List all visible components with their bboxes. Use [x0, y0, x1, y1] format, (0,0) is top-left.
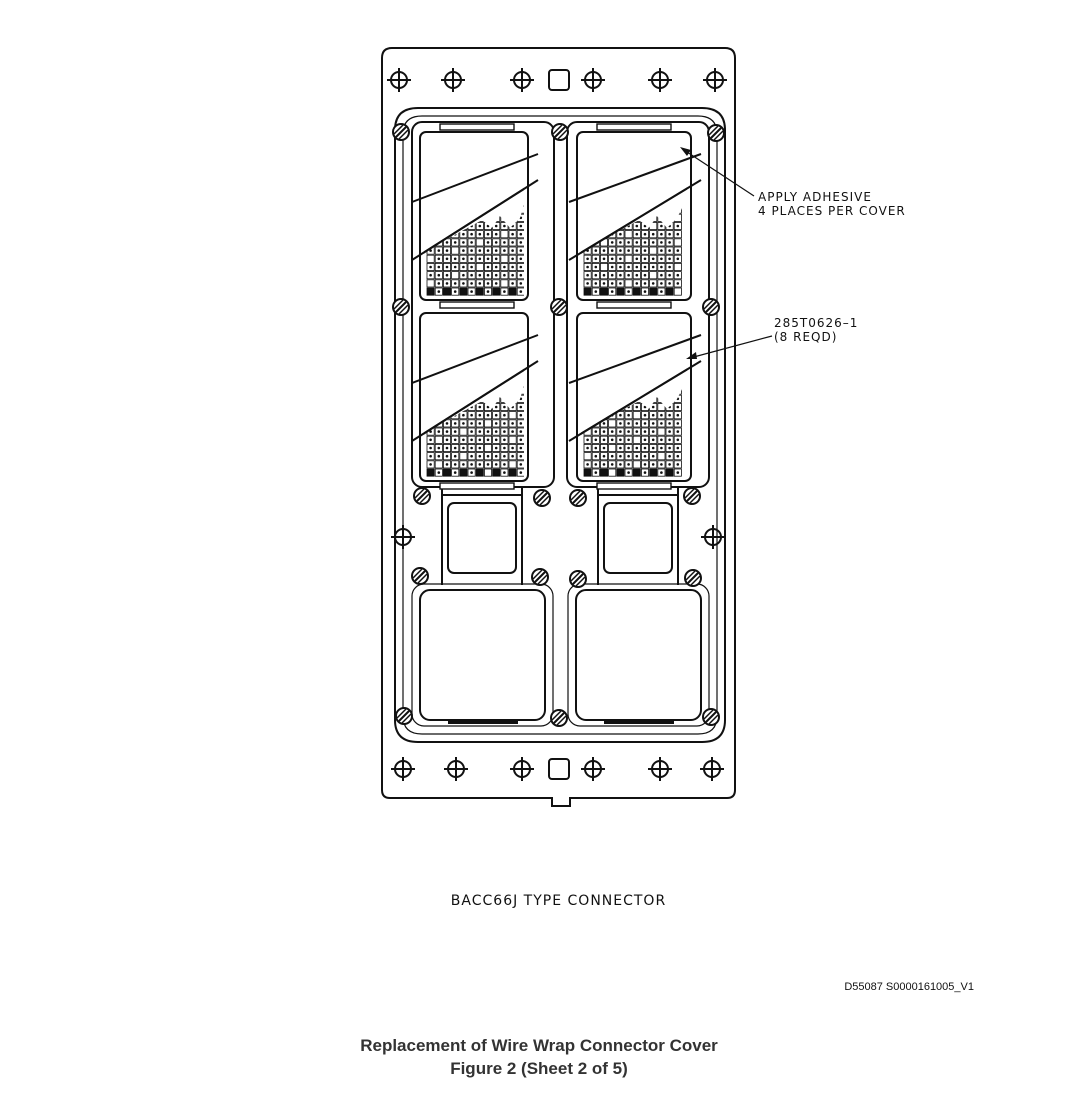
- figure-caption: Replacement of Wire Wrap Connector Cover…: [0, 1034, 1078, 1080]
- bottom-index-square: [548, 758, 570, 780]
- caption-title: Replacement of Wire Wrap Connector Cover: [360, 1036, 718, 1055]
- cover-tab: [596, 301, 672, 309]
- registration-mark: [699, 756, 725, 782]
- connector-cover: [411, 312, 539, 482]
- registration-mark: [443, 756, 469, 782]
- adhesive-callout-line1: APPLY ADHESIVE: [758, 190, 872, 204]
- screw: [569, 570, 587, 588]
- left-lower-housing: [411, 487, 554, 727]
- cover-tab: [596, 123, 672, 131]
- cover-tab: [439, 123, 515, 131]
- registration-mark: [580, 67, 606, 93]
- connector-cover: [411, 131, 539, 301]
- gasket-outline: [394, 107, 726, 743]
- screw: [707, 124, 725, 142]
- registration-mark: [700, 524, 726, 550]
- adhesive-leader-arrow: [680, 147, 691, 156]
- screw: [392, 298, 410, 316]
- registration-mark: [647, 67, 673, 93]
- adhesive-leader-line: [683, 149, 755, 197]
- registration-mark: [440, 67, 466, 93]
- screw: [702, 298, 720, 316]
- screw: [684, 569, 702, 587]
- connector-cover: [568, 312, 702, 482]
- screw: [392, 123, 410, 141]
- registration-mark: [580, 756, 606, 782]
- part-number-callout: 285T0626–1 (8 REQD): [774, 316, 858, 344]
- registration-mark: [509, 756, 535, 782]
- caption-figure-number: Figure 2 (Sheet 2 of 5): [450, 1059, 628, 1078]
- screw: [411, 567, 429, 585]
- cover-tab: [596, 482, 672, 490]
- connector-cover: [568, 131, 702, 301]
- screw: [683, 487, 701, 505]
- adhesive-callout: APPLY ADHESIVE 4 PLACES PER COVER: [758, 190, 906, 218]
- registration-mark: [702, 67, 728, 93]
- top-index-square: [548, 69, 570, 91]
- registration-mark: [386, 67, 412, 93]
- screw: [531, 568, 549, 586]
- cover-tab: [439, 482, 515, 490]
- screw: [395, 707, 413, 725]
- view-label: BACC66J TYPE CONNECTOR: [450, 893, 667, 909]
- screw: [413, 487, 431, 505]
- screw: [533, 489, 551, 507]
- part-leader-arrow: [686, 352, 697, 359]
- part-leader-line: [689, 335, 773, 359]
- right-lower-housing: [567, 487, 710, 727]
- screw: [550, 709, 568, 727]
- registration-mark: [390, 756, 416, 782]
- registration-mark: [509, 67, 535, 93]
- registration-mark: [647, 756, 673, 782]
- adhesive-callout-line2: 4 PLACES PER COVER: [758, 204, 906, 218]
- connector-covers: [411, 123, 702, 490]
- part-number: 285T0626–1: [774, 316, 859, 330]
- screw: [551, 123, 569, 141]
- drawing-id: D55087 S0000161005_V1: [844, 981, 974, 993]
- screw: [550, 298, 568, 316]
- screw: [702, 708, 720, 726]
- connector-plate-outline: [381, 47, 736, 807]
- screw: [569, 489, 587, 507]
- cover-tab: [439, 301, 515, 309]
- part-quantity: (8 REQD): [774, 330, 838, 344]
